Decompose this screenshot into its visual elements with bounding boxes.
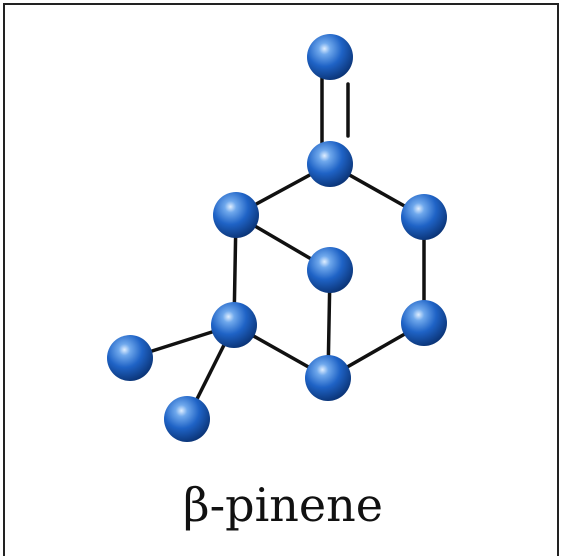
atom-c4 bbox=[401, 300, 447, 346]
bonds bbox=[128, 70, 426, 421]
diagram-frame bbox=[3, 3, 559, 556]
atom-c5 bbox=[305, 355, 351, 401]
atom-c1 bbox=[213, 192, 259, 238]
atoms bbox=[107, 34, 447, 442]
atom-bridge bbox=[307, 247, 353, 293]
atom-c2 bbox=[307, 141, 353, 187]
molecule-name: β-pinene bbox=[183, 478, 383, 532]
atom-methyl-b bbox=[164, 396, 210, 442]
atom-c6 bbox=[211, 302, 257, 348]
atom-methylene bbox=[307, 34, 353, 80]
atom-c3 bbox=[401, 194, 447, 240]
atom-methyl-a bbox=[107, 335, 153, 381]
